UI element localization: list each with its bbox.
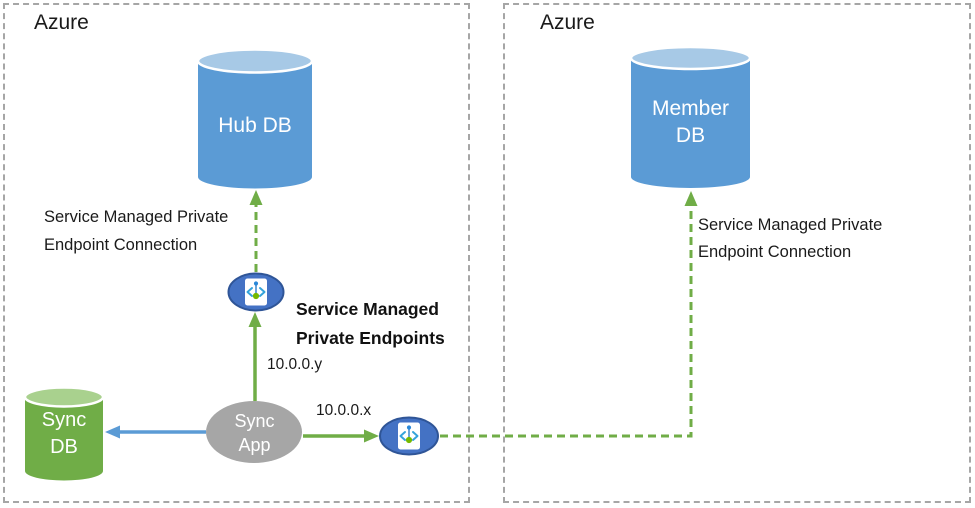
- sync-app-ellipse: [206, 401, 302, 463]
- member-db-label: Member DB: [651, 97, 730, 147]
- arrow-endpoint-to-member: [440, 191, 698, 438]
- private-endpoint-icon: [227, 272, 285, 312]
- hub-db-cylinder: [196, 48, 314, 189]
- region-title-right: Azure: [540, 11, 595, 34]
- hub-db-label: Hub DB: [218, 114, 292, 137]
- azure-region-right: [503, 3, 971, 503]
- ip-address-y-label: 10.0.0.y: [267, 356, 323, 373]
- member-db-cylinder: [629, 45, 752, 189]
- arrow-endpoint-to-hub: [249, 190, 263, 272]
- left-connection-label: Service Managed Private Endpoint Connect…: [44, 208, 229, 254]
- region-title-left: Azure: [34, 11, 89, 34]
- endpoints-title-label: Service Managed Private Endpoints: [296, 299, 445, 348]
- sync-db-label: Sync DB: [41, 409, 87, 458]
- private-endpoint-icon: [379, 416, 439, 456]
- arrow-syncapp-to-syncdb: [105, 425, 206, 439]
- sync-db-cylinder: [23, 386, 105, 481]
- right-connection-label: Service Managed Private Endpoint Connect…: [698, 216, 883, 261]
- ip-address-x-label: 10.0.0.x: [316, 402, 372, 419]
- arrow-syncapp-to-endpoint-x: [303, 429, 379, 443]
- azure-region-left: [3, 3, 470, 503]
- arrow-syncapp-to-endpoint-y: [248, 312, 262, 401]
- sync-app-label: Sync App: [234, 411, 275, 455]
